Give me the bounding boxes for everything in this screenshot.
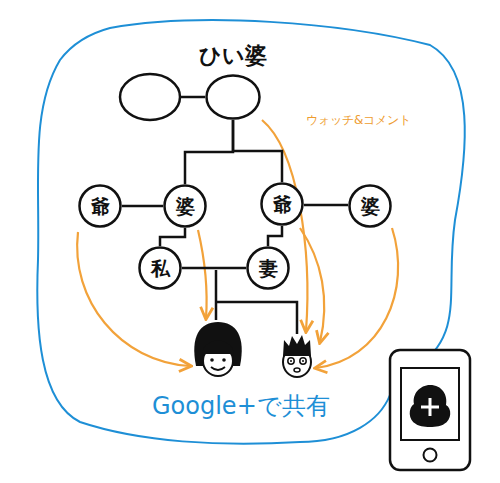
- family-circle: 婆: [163, 184, 207, 228]
- family-line: [160, 228, 185, 246]
- watch-note: ウォッチ&コメント: [306, 114, 411, 127]
- node-text: ひい婆: [199, 44, 267, 68]
- family-circle: 爺: [78, 184, 122, 228]
- node-text: 私: [151, 258, 170, 279]
- share-outline: [37, 20, 465, 444]
- family-line: [185, 120, 233, 184]
- tablet-icon: [390, 350, 470, 470]
- circle-outline: [205, 74, 261, 120]
- family-line: [122, 205, 163, 208]
- girl-figure: [194, 322, 241, 376]
- empty-circle: [120, 74, 180, 120]
- node-text: 爺: [91, 196, 110, 217]
- family-circle: 爺: [260, 182, 304, 226]
- node-text: 婆: [361, 196, 380, 217]
- family-line: [233, 120, 282, 182]
- family-circle: 婆: [348, 184, 392, 228]
- family-circle: ひい婆: [205, 74, 261, 120]
- share-caption: Google+で共有: [152, 393, 330, 419]
- family-line: [268, 226, 282, 246]
- couple-line: [180, 96, 205, 99]
- node-text: 爺: [273, 194, 292, 215]
- boy-figure: [283, 335, 311, 377]
- family-line: [304, 204, 348, 207]
- node-text: 婆: [176, 196, 195, 217]
- family-line: [182, 267, 246, 270]
- family-circle: 私: [138, 246, 182, 290]
- family-circle: 妻: [246, 246, 290, 290]
- watch-arrows: [77, 120, 398, 368]
- node-text: 妻: [259, 258, 278, 279]
